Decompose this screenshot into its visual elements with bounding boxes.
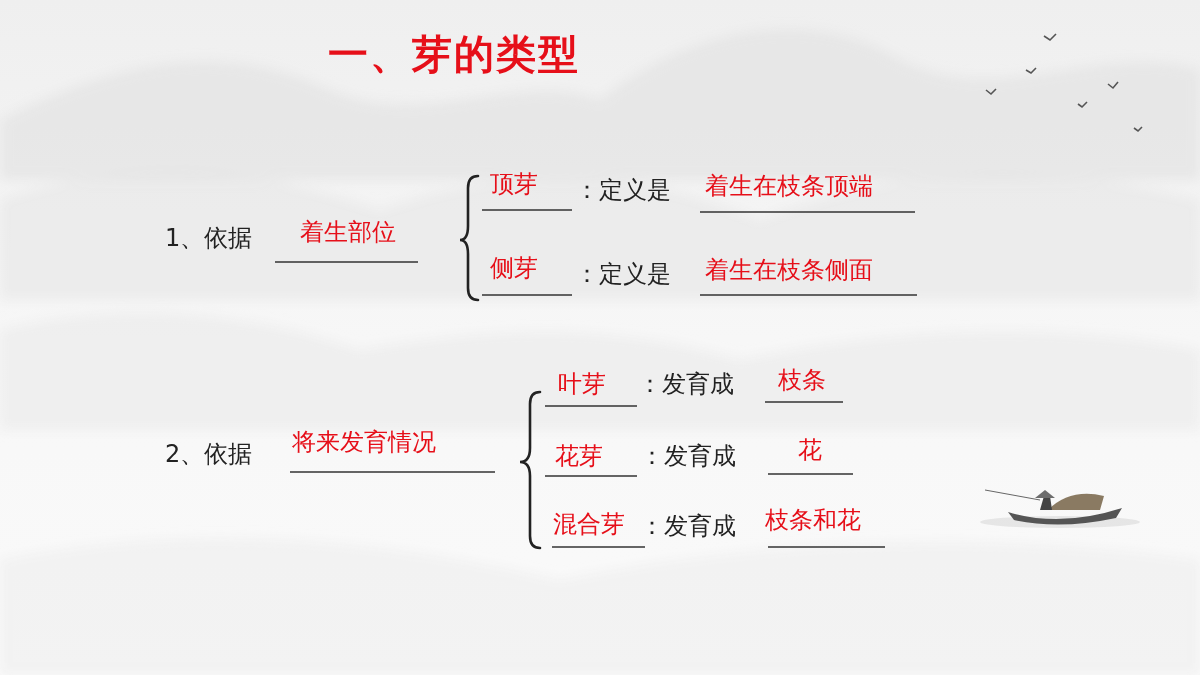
answer-text: 枝条 [778,366,826,395]
answer-text: 着生部位 [300,218,396,247]
blank-underlines [275,210,917,547]
fishing-boat [980,490,1140,528]
bud-type: 侧芽 [490,254,538,283]
answer-text: 花 [798,436,822,465]
answer-text: 将来发育情况 [292,428,436,457]
develop-label: ：发育成 [638,370,734,399]
definition-label: ：定义是 [575,176,671,205]
answer-text: 枝条和花 [765,506,861,535]
criterion-label: 2、依据 [165,440,252,469]
answer-text: 着生在枝条顶端 [705,172,873,201]
bud-type: 混合芽 [553,510,625,539]
birds [986,34,1142,131]
slide-title: 一、芽的类型 [328,30,580,78]
develop-label: ：发育成 [640,512,736,541]
criterion-label: 1、依据 [165,224,252,253]
curly-brace [460,176,540,548]
bud-type: 顶芽 [490,170,538,199]
develop-label: ：发育成 [640,442,736,471]
mountains [0,29,1200,675]
answer-text: 着生在枝条侧面 [705,256,873,285]
bud-type: 花芽 [555,442,603,471]
definition-label: ：定义是 [575,260,671,289]
bud-type: 叶芽 [558,370,606,399]
